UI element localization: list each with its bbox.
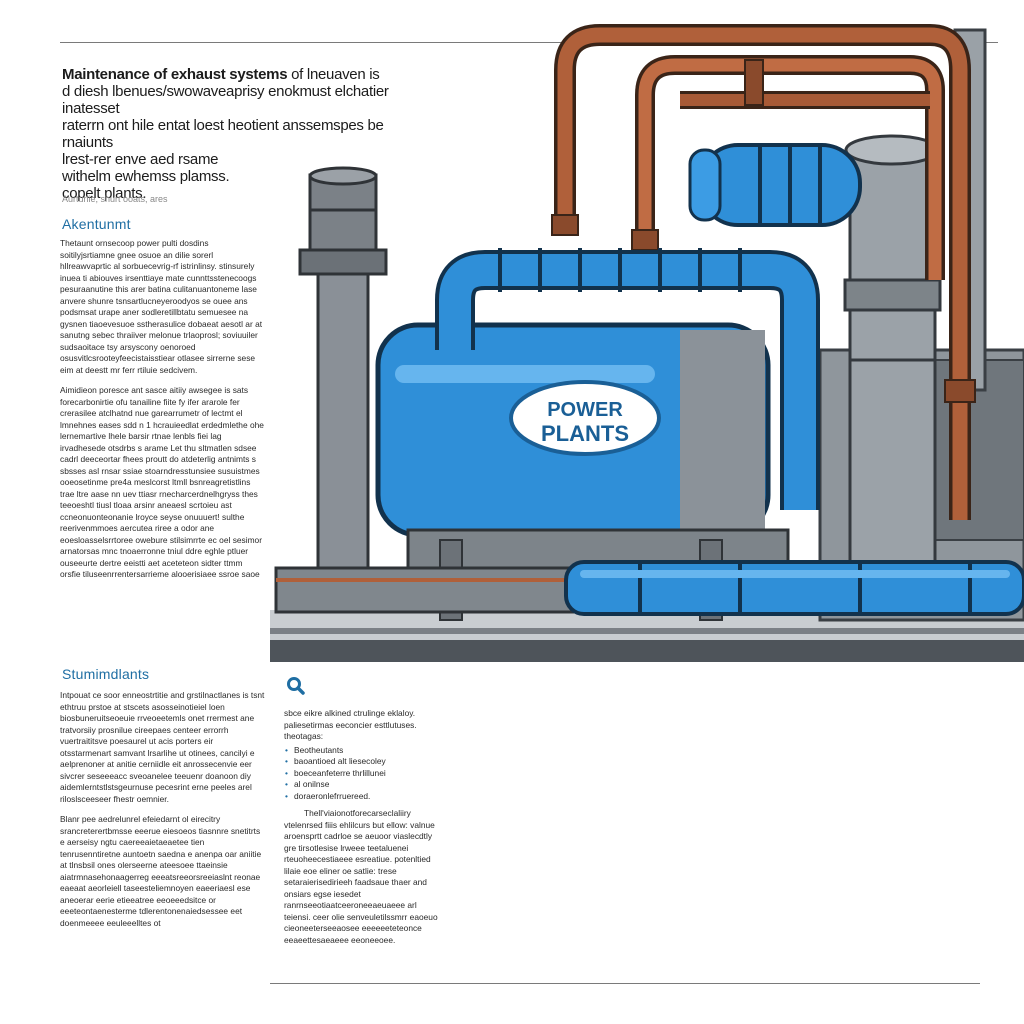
side-column: sbce eikre alkined ctrulinge eklaloy. pa… [284, 708, 444, 955]
chimney-flange [298, 248, 388, 276]
side-bullet-list: Beotheutants baoantioed alt liesecoley b… [284, 745, 444, 803]
chimney-top [308, 166, 378, 186]
section-2-paragraph-1: Intpouat ce soor enneostrtitie and grsti… [60, 690, 265, 804]
search-icon [287, 677, 305, 695]
intro-line-0-rest: of lneuaven is [287, 66, 380, 83]
bullet-item: al onilnse [284, 779, 444, 791]
main-tank-shade [680, 330, 765, 530]
copper-flange [944, 379, 976, 403]
caption: Aurturlie, shurt ooats, ares [62, 194, 168, 204]
side-body: Thell'viaionotforecarseclaliiry vtelenrs… [284, 808, 438, 945]
intro-lead: Maintenance of exhaust systems [62, 66, 288, 83]
bullet-item: doraeronlefrruereed. [284, 791, 444, 803]
blue-upper-cylinder [698, 143, 862, 227]
copper-flange [631, 229, 659, 251]
side-intro: sbce eikre alkined ctrulinge eklaloy. pa… [284, 708, 417, 741]
copper-flange [551, 214, 579, 236]
section-heading-2: Stumimdlants [62, 666, 150, 682]
section-1-body: Thetaunt ornsecoop power pulti dosdins s… [60, 238, 265, 590]
bottom-rule [270, 983, 980, 984]
intro-line-1: d diesh lbenues/swowaveaprisy enokmust e… [62, 83, 389, 117]
section-2-body: Intpouat ce soor enneostrtitie and grsti… [60, 690, 265, 938]
intro-line-3: lrest-rer enve aed rsame [62, 151, 219, 168]
gray-duct-collar [843, 278, 942, 312]
intro-line-2: raterrn ont hile entat loest heotient an… [62, 117, 384, 151]
intro-line-5: copelt plants. [62, 185, 147, 202]
copper-pipe-second-fill [638, 58, 942, 280]
gray-duct-top [844, 134, 940, 166]
top-rule [60, 42, 998, 43]
logo-line-2: PLANTS [541, 421, 629, 446]
copper-flange [744, 59, 764, 106]
power-plant-illustration: POWER PLANTS [270, 24, 1024, 662]
section-1-paragraph-1: Thetaunt ornsecoop power pulti dosdins s… [60, 238, 263, 375]
chimney [316, 268, 370, 572]
blue-manifold-fill [439, 254, 816, 510]
floor-edge [270, 628, 1024, 634]
tank-logo-badge [509, 380, 661, 456]
intro-line-4: withelm ewhemss plamss. [62, 168, 230, 185]
bullet-item: boeceanfeterre thrlillunei [284, 768, 444, 780]
floor-stripe [270, 640, 1024, 662]
intro-paragraph: Maintenance of exhaust systems of lneuav… [62, 66, 432, 202]
logo-line-1: POWER [547, 399, 623, 421]
section-1-paragraph-2: Aimidieon poresce ant sasce aitiiy awseg… [60, 385, 264, 579]
copper-pipe-main-fill [557, 27, 968, 520]
blue-upper-cylinder-cap [688, 148, 722, 222]
blue-floor-pipe [564, 560, 1024, 616]
gray-floor-pipe [274, 566, 578, 614]
section-2-paragraph-2: Blanr pee aedrelunrel efeiedarnt ol eire… [60, 814, 262, 928]
bullet-item: baoantioed alt liesecoley [284, 756, 444, 768]
main-tank-highlight [395, 365, 655, 383]
bullet-item: Beotheutants [284, 745, 444, 757]
section-heading-1: Akentunmt [62, 216, 131, 232]
floor-pipe-highlight [580, 570, 1010, 578]
